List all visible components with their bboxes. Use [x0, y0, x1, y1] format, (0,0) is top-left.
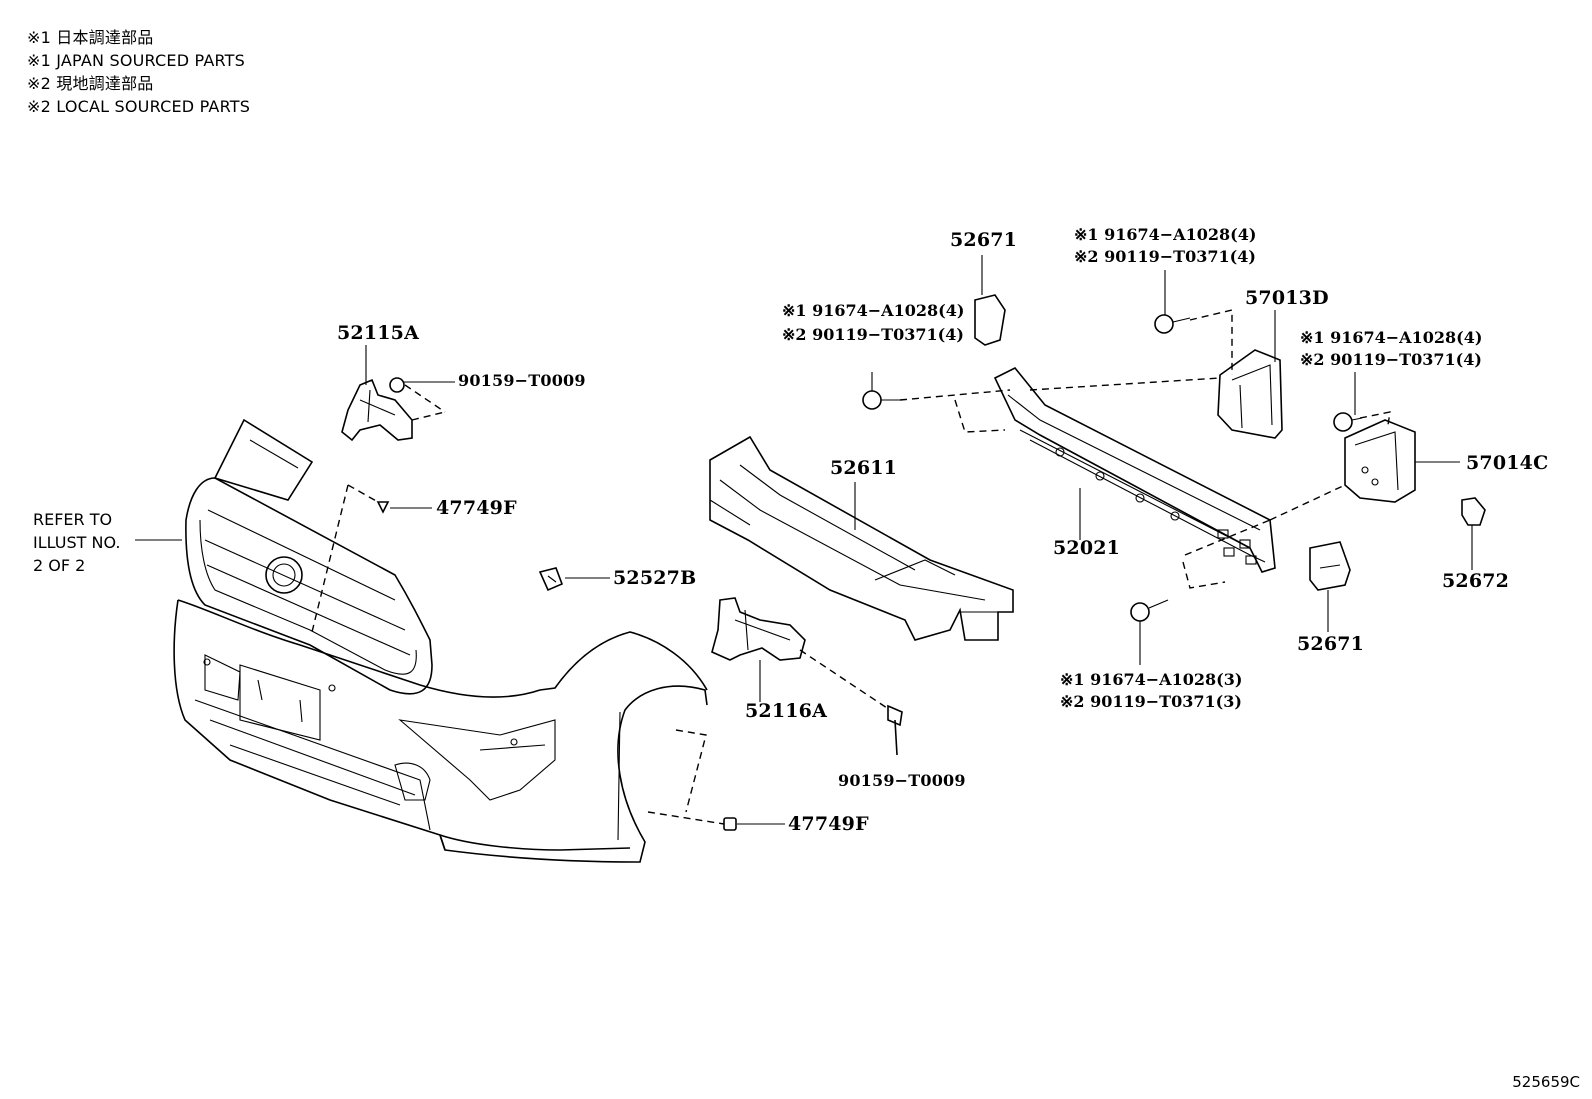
reinforcement-52021-drawing — [899, 366, 1346, 589]
refer-note: REFER TO ILLUST NO. 2 OF 2 — [33, 508, 120, 577]
legend-line-4: ※2 LOCAL SOURCED PARTS — [27, 97, 251, 116]
bolt-left-drawing — [862, 372, 900, 410]
bolt-bottom-drawing — [1130, 599, 1169, 665]
clip-52527B-drawing — [538, 567, 564, 592]
bracket-57014C-drawing — [1344, 411, 1460, 503]
label-57013D: 57013D — [1245, 287, 1329, 309]
bolt-bottom-line-1: ※1 91674−A1028(3) — [1060, 670, 1243, 689]
illustration-id: 525659C — [1512, 1073, 1580, 1091]
legend-line-1: ※1 日本調達部品 — [27, 28, 154, 47]
label-52672: 52672 — [1442, 570, 1510, 592]
refer-line-3: 2 OF 2 — [33, 556, 86, 575]
bolt-left-line-1: ※1 91674−A1028(4) — [782, 301, 965, 320]
label-52021: 52021 — [1053, 537, 1121, 559]
bolt-top-line-1: ※1 91674−A1028(4) — [1074, 225, 1257, 244]
label-57014C: 57014C — [1466, 452, 1549, 474]
grille-drawing — [185, 418, 433, 695]
bumper-cover-drawing — [173, 599, 708, 863]
leader-lines — [135, 345, 1081, 825]
clip-47749F-top-drawing — [311, 484, 390, 633]
refer-line-1: REFER TO — [33, 510, 113, 529]
bolt-right-drawing — [1333, 372, 1363, 432]
bracket-57013D-drawing — [1189, 309, 1283, 439]
clip-47749F-bottom-drawing — [647, 729, 737, 831]
bolt-right-line-1: ※1 91674−A1028(4) — [1300, 328, 1483, 347]
label-52527B: 52527B — [613, 567, 697, 589]
legend-line-2: ※1 JAPAN SOURCED PARTS — [27, 51, 246, 70]
bracket-52115A-drawing — [341, 377, 446, 442]
bumper-52672-drawing — [1461, 497, 1486, 570]
label-47749F-top: 47749F — [436, 497, 517, 519]
stopper-52671-top-drawing — [974, 255, 1006, 346]
bolt-left-line-2: ※2 90119−T0371(4) — [782, 325, 964, 344]
label-52671-bottom: 52671 — [1297, 633, 1365, 655]
absorber-52611-drawing — [709, 435, 1014, 641]
label-90159-bottom: 90159−T0009 — [838, 771, 966, 790]
bracket-52116A-drawing — [711, 597, 903, 756]
label-52116A: 52116A — [745, 700, 828, 722]
label-90159-top: 90159−T0009 — [458, 371, 586, 390]
bolt-right-line-2: ※2 90119−T0371(4) — [1300, 350, 1482, 369]
legend: ※1 日本調達部品 ※1 JAPAN SOURCED PARTS ※2 現地調達… — [27, 26, 250, 118]
bolt-top-line-2: ※2 90119−T0371(4) — [1074, 247, 1256, 266]
bolt-bottom-line-2: ※2 90119−T0371(3) — [1060, 692, 1242, 711]
label-52115A: 52115A — [337, 322, 420, 344]
bolt-top-drawing — [1154, 270, 1191, 334]
label-52611: 52611 — [830, 457, 898, 479]
refer-line-2: ILLUST NO. — [33, 533, 121, 552]
legend-line-3: ※2 現地調達部品 — [27, 74, 154, 93]
label-52671-top: 52671 — [950, 229, 1018, 251]
stopper-52671-bottom-drawing — [1309, 541, 1351, 632]
label-47749F-bottom: 47749F — [788, 813, 869, 835]
